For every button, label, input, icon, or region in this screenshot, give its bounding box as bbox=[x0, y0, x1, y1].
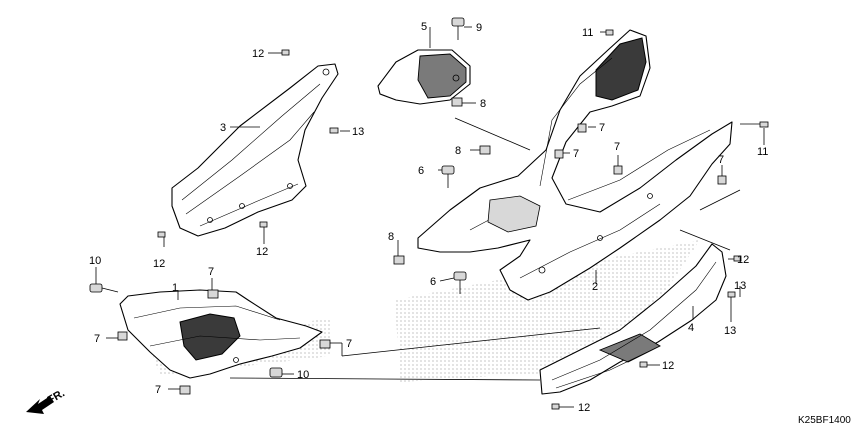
callout-7: 7 bbox=[573, 148, 579, 160]
part-3-side-cover bbox=[171, 63, 339, 237]
callout-7: 7 bbox=[599, 122, 605, 134]
diagram-code: K25BF1400 bbox=[798, 415, 851, 426]
callout-13: 13 bbox=[724, 325, 736, 337]
callout-12: 12 bbox=[153, 258, 165, 270]
front-arrow-icon bbox=[26, 396, 54, 414]
part-4-side-cover bbox=[539, 243, 727, 395]
callout-7: 7 bbox=[208, 266, 214, 278]
floor-shadow-area bbox=[395, 240, 700, 382]
callout-3: 3 bbox=[220, 122, 226, 134]
callout-10: 10 bbox=[297, 369, 309, 381]
front-direction-indicator: FR. bbox=[26, 387, 67, 414]
callout-10: 10 bbox=[89, 255, 101, 267]
part-5-lid bbox=[377, 49, 471, 105]
callout-13: 13 bbox=[352, 126, 364, 138]
callout-12: 12 bbox=[737, 254, 749, 266]
callout-8: 8 bbox=[480, 98, 486, 110]
callout-6: 6 bbox=[430, 276, 436, 288]
callout-12: 12 bbox=[662, 360, 674, 372]
callout-7: 7 bbox=[346, 338, 352, 350]
callout-8: 8 bbox=[388, 231, 394, 243]
callout-8: 8 bbox=[455, 145, 461, 157]
part-2-floor-panel bbox=[417, 29, 733, 301]
callout-5: 5 bbox=[421, 21, 427, 33]
callout-6: 6 bbox=[418, 165, 424, 177]
front-direction-label: FR. bbox=[46, 387, 67, 406]
callout-12: 12 bbox=[578, 402, 590, 414]
callout-7: 7 bbox=[155, 384, 161, 396]
callout-4: 4 bbox=[688, 322, 694, 334]
callout-13: 13 bbox=[734, 280, 746, 292]
callout-2: 2 bbox=[592, 281, 598, 293]
fasteners bbox=[89, 17, 769, 410]
callout-12: 12 bbox=[256, 246, 268, 258]
part-1-under-cover bbox=[119, 289, 323, 379]
callout-9: 9 bbox=[476, 22, 482, 34]
callout-1: 1 bbox=[172, 282, 178, 294]
callout-11: 11 bbox=[757, 146, 768, 158]
callout-7: 7 bbox=[614, 141, 620, 153]
callout-12: 12 bbox=[252, 48, 264, 60]
leader-lines bbox=[95, 26, 765, 408]
callout-11: 11 bbox=[582, 27, 593, 39]
callout-7: 7 bbox=[94, 333, 100, 345]
callout-7: 7 bbox=[718, 154, 724, 166]
callout-numbers: 12 3 13 5 9 8 11 7 7 7 7 11 8 6 8 2 6 12… bbox=[89, 21, 768, 414]
